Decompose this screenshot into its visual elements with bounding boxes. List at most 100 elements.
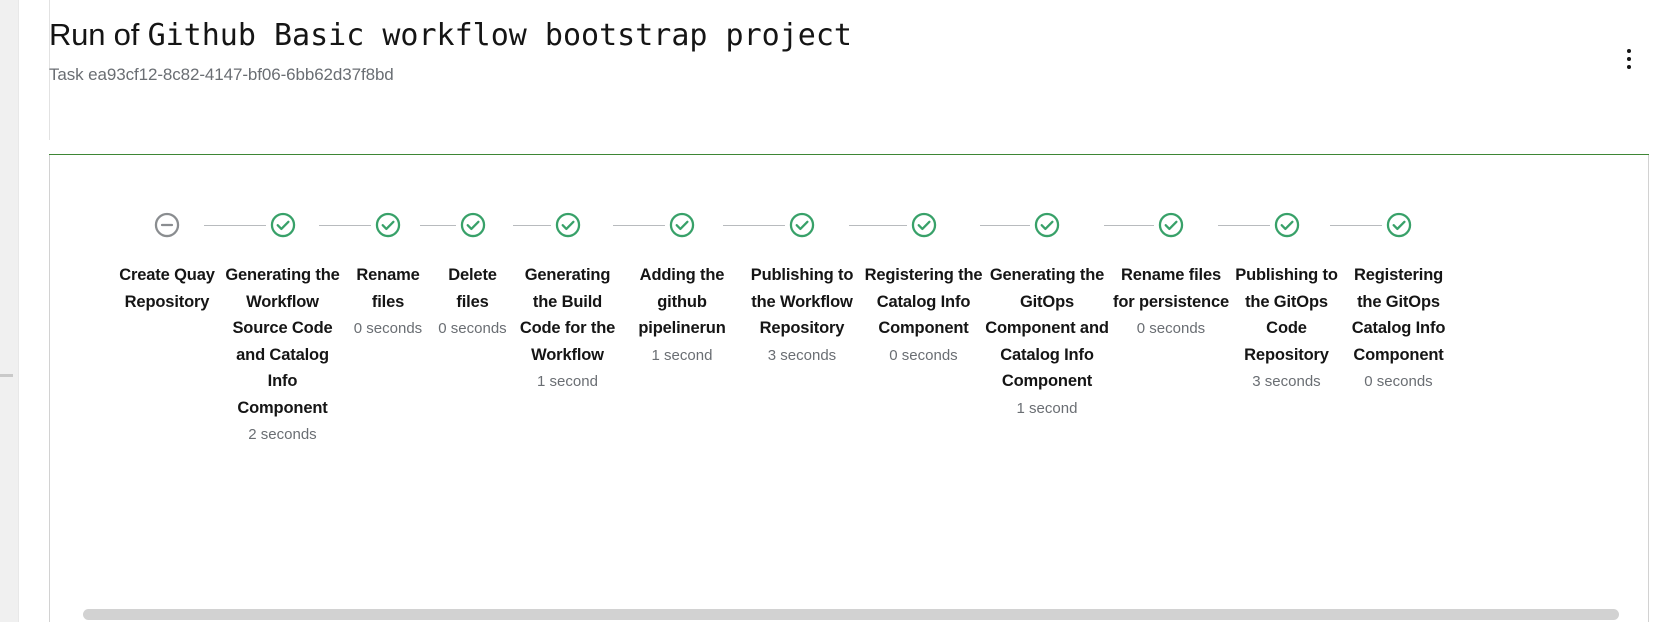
- content-left-rule: [49, 0, 50, 140]
- stepper-step[interactable]: Generating the Build Code for the Workfl…: [512, 208, 622, 395]
- check-circle-icon: [1031, 212, 1063, 238]
- page-title: Run of Github Basic workflow bootstrap p…: [49, 14, 1626, 57]
- stepper-step[interactable]: Rename files 0 seconds: [319, 208, 432, 342]
- stepper-step[interactable]: Publishing to the Workflow Repository 3 s…: [723, 208, 862, 369]
- page-title-prefix: Run of: [49, 17, 148, 52]
- check-circle-icon: [789, 212, 815, 238]
- step-icon-row: [1217, 208, 1340, 242]
- check-circle-icon: [460, 212, 485, 238]
- step-connector-line: [419, 225, 456, 226]
- step-icon-row: [203, 208, 344, 242]
- check-circle-icon: [270, 212, 295, 238]
- stepper-step[interactable]: Create Quay Repository: [113, 208, 221, 315]
- step-duration: 1 second: [537, 373, 598, 390]
- step-connector-line: [1104, 225, 1154, 226]
- step-icon-row: [613, 208, 742, 242]
- stepper-step[interactable]: Generating the GitOps Component and Cata…: [980, 208, 1109, 422]
- step-connector-line: [980, 225, 1030, 226]
- step-icon-row: [980, 208, 1109, 242]
- step-duration: 3 seconds: [767, 346, 837, 364]
- step-duration: 0 seconds: [1136, 320, 1206, 337]
- step-icon-row: [848, 208, 985, 242]
- step-connector-line: [848, 225, 907, 226]
- step-label: Publishing to the GitOps Code Repository: [1235, 266, 1338, 364]
- step-label: Rename files for persistence: [1112, 266, 1230, 311]
- step-connector-line: [203, 225, 266, 226]
- step-icon-row: [419, 208, 513, 242]
- step-connector-line: [1329, 225, 1382, 226]
- step-icon-row: [512, 208, 622, 242]
- kebab-dot-3: [1627, 65, 1631, 69]
- kebab-menu-icon[interactable]: [1610, 40, 1648, 78]
- step-duration: 0 seconds: [1364, 373, 1433, 390]
- stepper-step[interactable]: Delete files 0 seconds: [419, 208, 513, 342]
- task-id-subtitle: Task ea93cf12-8c82-4147-bf06-6bb62d37f8b…: [49, 65, 394, 84]
- check-circle-icon: [907, 212, 940, 238]
- step-icon-row: [723, 208, 862, 242]
- horizontal-scrollbar-thumb[interactable]: [83, 609, 1619, 620]
- step-label: Generating the Build Code for the Workfl…: [519, 266, 616, 364]
- step-connector-line: [613, 225, 665, 226]
- check-circle-icon: [266, 212, 299, 238]
- step-icon-row: [113, 208, 221, 242]
- page-title-workflow-name: Github Basic workflow bootstrap project: [147, 18, 852, 53]
- check-circle-icon: [456, 212, 489, 238]
- step-duration: 2 seconds: [248, 426, 317, 443]
- step-label: Generating the Workflow Source Code and …: [225, 266, 340, 417]
- left-page-gutter: [0, 0, 18, 622]
- check-circle-icon: [1158, 212, 1184, 238]
- step-duration: 0 seconds: [438, 320, 507, 337]
- check-circle-icon: [669, 212, 695, 238]
- step-label: Create Quay Repository: [119, 266, 215, 311]
- step-label: Rename files: [356, 266, 420, 311]
- stepper-step[interactable]: Publishing to the GitOps Code Repository…: [1217, 208, 1340, 395]
- check-circle-icon: [1155, 212, 1187, 238]
- stepper-step[interactable]: Generating the Workflow Source Code and …: [203, 208, 344, 448]
- check-circle-icon: [1386, 212, 1411, 238]
- step-label: Registering the GitOps Catalog Info Comp…: [1351, 266, 1446, 364]
- stepper-step[interactable]: Adding the github pipelinerun 1 second: [613, 208, 742, 369]
- check-circle-icon: [555, 212, 580, 238]
- step-duration: 3 seconds: [1252, 373, 1321, 390]
- step-label: Delete files: [448, 266, 497, 311]
- check-circle-icon: [1034, 212, 1060, 238]
- step-duration: 1 second: [1016, 399, 1078, 417]
- check-circle-icon: [666, 212, 698, 238]
- check-circle-icon: [1274, 212, 1299, 238]
- horizontal-scrollbar[interactable]: [83, 609, 1619, 620]
- step-icon-row: [319, 208, 432, 242]
- step-label: Registering the Catalog Info Component: [864, 266, 983, 337]
- step-connector-line: [319, 225, 371, 226]
- page-header: Run of Github Basic workflow bootstrap p…: [49, 14, 1626, 86]
- stepper-step[interactable]: Registering the GitOps Catalog Info Comp…: [1329, 208, 1457, 395]
- step-icon-row: [1329, 208, 1457, 242]
- step-icon-row: [1104, 208, 1233, 242]
- minus-circle-icon: [151, 212, 183, 238]
- gutter-edge-line: [18, 0, 19, 622]
- step-label: Publishing to the Workflow Repository: [750, 266, 854, 337]
- check-circle-icon: [372, 212, 404, 238]
- step-label: Adding the github pipelinerun: [638, 266, 726, 337]
- check-circle-icon: [1382, 212, 1415, 238]
- check-circle-icon: [911, 212, 936, 238]
- stepper-step[interactable]: Registering the Catalog Info Component 0 …: [848, 208, 985, 369]
- step-connector-line: [512, 225, 551, 226]
- check-circle-icon: [1270, 212, 1303, 238]
- step-duration: 0 seconds: [889, 346, 958, 364]
- check-circle-icon: [551, 212, 584, 238]
- step-duration: 1 second: [651, 346, 713, 364]
- step-connector-line: [1217, 225, 1270, 226]
- step-duration: 0 seconds: [353, 320, 423, 337]
- step-label: Generating the GitOps Component and Cata…: [985, 266, 1109, 390]
- gutter-divider-mark: [0, 374, 13, 377]
- kebab-dot-2: [1627, 57, 1631, 61]
- minus-circle-icon: [154, 212, 180, 238]
- stepper-step[interactable]: Rename files for persistence 0 seconds: [1104, 208, 1233, 342]
- step-connector-line: [723, 225, 785, 226]
- check-circle-icon: [786, 212, 818, 238]
- check-circle-icon: [375, 212, 401, 238]
